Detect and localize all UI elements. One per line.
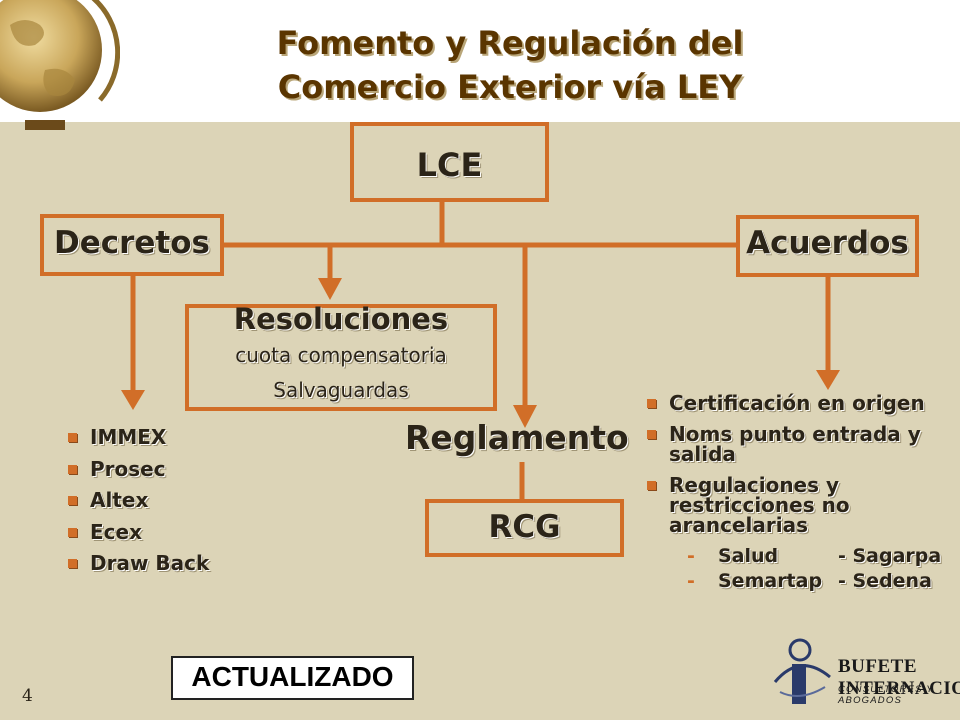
arrow-to-resoluciones: [318, 278, 342, 300]
list-item: Regulaciones y restricciones no arancela…: [645, 475, 955, 535]
lce-label: LCE: [416, 146, 483, 184]
sub-list-item: -Semartap- Sedena: [687, 570, 932, 592]
reglamento-label: Reglamento: [405, 418, 629, 457]
acuerdos-label: Acuerdos: [746, 225, 909, 261]
square-bullet-icon: [647, 399, 656, 408]
square-bullet-icon: [68, 433, 77, 442]
logo-name: BUFETE INTERNACIONAL: [838, 656, 960, 699]
square-bullet-icon: [68, 496, 77, 505]
decretos-label: Decretos: [53, 225, 210, 261]
arrow-to-reglamento: [513, 405, 537, 428]
square-bullet-icon: [68, 464, 77, 474]
arrow-to-acuerdos-list: [816, 370, 840, 390]
list-item: Certificación en origen: [645, 393, 955, 413]
list-item: IMMEX: [66, 425, 326, 457]
dash-bullet-icon: -: [687, 545, 695, 567]
rcg-label: RCG: [488, 509, 561, 545]
list-item: Prosec: [66, 457, 326, 489]
square-bullet-icon: [68, 559, 77, 568]
title-line-2: Comercio Exterior vía LEY: [277, 68, 743, 106]
resoluciones-sub-cuota: cuota compensatoria: [235, 343, 447, 367]
acuerdos-list: Certificación en origen Noms punto entra…: [645, 393, 955, 596]
square-bullet-icon: [647, 481, 656, 490]
dash-bullet-icon: -: [687, 570, 695, 592]
square-bullet-icon: [68, 527, 77, 537]
title-line-1: Fomento y Regulación del: [276, 24, 744, 62]
decretos-box: [40, 214, 224, 276]
header-band: [0, 0, 960, 122]
list-item: Ecex: [66, 520, 326, 552]
arrow-to-decretos-list: [121, 390, 145, 410]
resoluciones-sub-salvaguardas: Salvaguardas: [273, 378, 409, 402]
logo-mark-icon: [773, 638, 831, 704]
sub-list-item: -Salud- Sagarpa: [687, 545, 942, 567]
logo-tagline: CONSULTORES Y ABOGADOS: [838, 684, 934, 706]
resoluciones-box: [185, 304, 497, 411]
lce-box: [350, 122, 549, 202]
list-item: Draw Back: [66, 551, 326, 583]
acuerdos-box: [736, 215, 919, 277]
globe-icon: [0, 0, 120, 130]
actualizado-label: ACTUALIZADO: [191, 661, 394, 692]
rcg-box: [425, 499, 624, 557]
decretos-list: IMMEX Prosec Altex Ecex Draw Back: [66, 425, 326, 583]
square-bullet-icon: [647, 430, 656, 439]
actualizado-badge: [171, 656, 414, 700]
resoluciones-label: Resoluciones: [233, 302, 449, 336]
list-item: Noms punto entrada y salida: [645, 424, 955, 464]
page-number: 4: [22, 686, 33, 706]
list-item: Altex: [66, 488, 326, 520]
